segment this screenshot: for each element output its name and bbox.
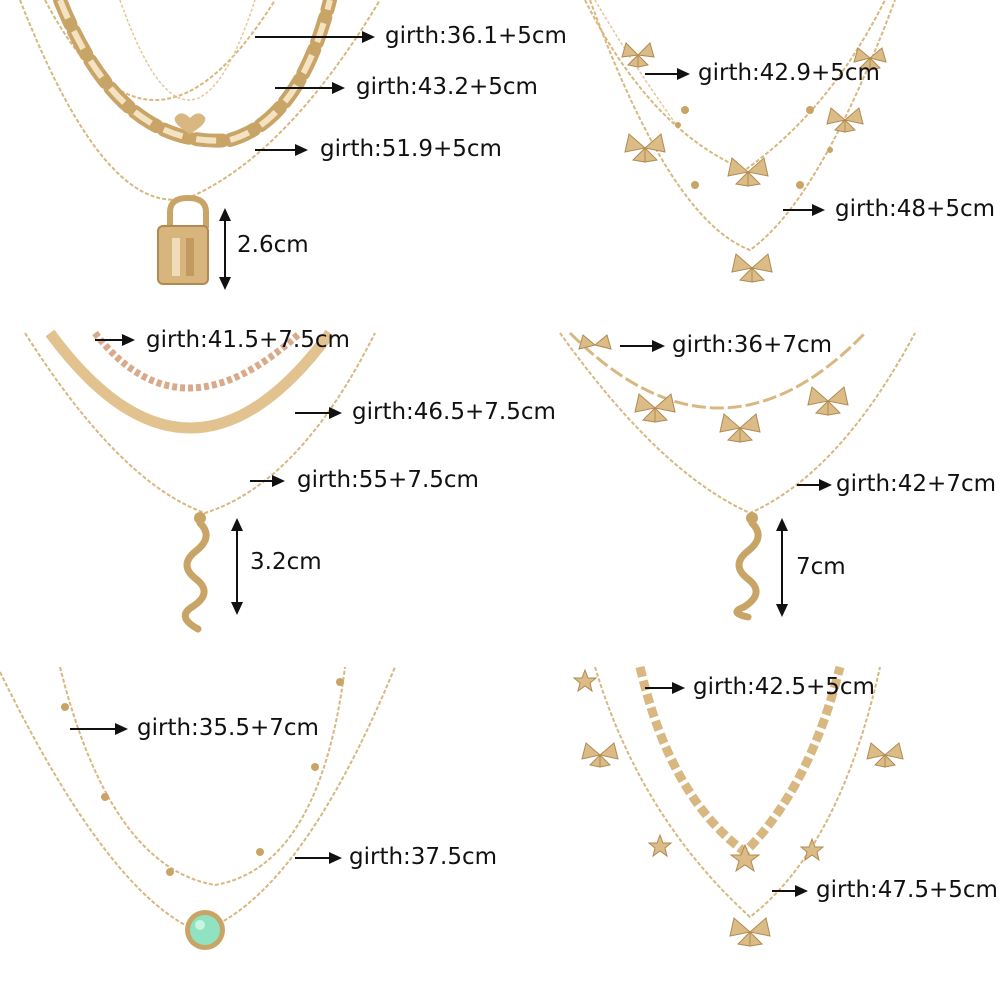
butterfly-charm — [578, 334, 849, 443]
necklace-panel-gem: girth:35.5+7cm girth:37.5cm — [0, 666, 500, 1000]
chain-strand — [594, 666, 881, 919]
necklace-butterfly-snake-illustration — [559, 331, 916, 621]
girth-label: girth:46.5+7.5cm — [352, 399, 556, 425]
chain-strand — [19, 0, 381, 201]
necklace-panel-lock: girth:36.1+5cm girth:43.2+5cm girth:51.9… — [0, 0, 567, 333]
rope-chain — [92, 330, 303, 392]
girth-label: girth:48+5cm — [835, 196, 996, 222]
bead-charm — [61, 678, 344, 876]
girth-label: girth:55+7.5cm — [297, 467, 479, 493]
necklace-gem-illustration — [0, 666, 396, 950]
girth-label: girth:37.5cm — [349, 844, 498, 870]
butterfly-charm — [621, 42, 887, 283]
necklace-panel-butterfly-snake: girth:36+7cm girth:42+7cm 7cm — [500, 331, 1000, 666]
chain-strand — [584, 0, 886, 172]
heart-charm — [174, 113, 206, 134]
gem-pendant — [185, 910, 225, 950]
girth-label: girth:43.2+5cm — [356, 74, 538, 100]
necklace-star-illustration — [572, 665, 904, 947]
chunky-link-chain-inner — [57, 0, 333, 144]
girth-label: girth:35.5+7cm — [137, 715, 319, 741]
chain-strand — [24, 332, 376, 515]
chain-strand — [44, 0, 276, 101]
chain-strand — [119, 0, 256, 101]
girth-label: girth:47.5+5cm — [816, 877, 998, 903]
padlock-pendant — [157, 194, 209, 285]
necklace-panel-snake: girth:41.5+7.5cm girth:46.5+7.5cm girth:… — [0, 329, 556, 666]
pendant-size-label: 3.2cm — [250, 549, 322, 575]
snake-pendant — [733, 519, 762, 621]
necklace-panel-star: girth:42.5+5cm girth:47.5+5cm — [500, 665, 1000, 1000]
girth-label: girth:42+7cm — [836, 471, 997, 497]
butterfly-charm — [581, 742, 904, 947]
girth-label: girth:41.5+7.5cm — [146, 327, 350, 353]
snake-chain-flat — [45, 329, 335, 434]
chain-strand — [0, 666, 396, 934]
girth-label: girth:51.9+5cm — [320, 136, 502, 162]
bead-charm — [675, 106, 833, 189]
necklace-panel-butterfly: girth:42.9+5cm girth:48+5cm — [500, 0, 1000, 333]
necklace-lock-illustration — [19, 0, 381, 290]
chain-strand — [594, 0, 681, 131]
pendant-size-label: 2.6cm — [237, 232, 309, 258]
necklace-butterfly-illustration — [584, 0, 896, 283]
girth-label: girth:42.5+5cm — [693, 674, 875, 700]
star-charm — [572, 668, 825, 873]
chain-strand — [589, 0, 896, 252]
girth-label: girth:36+7cm — [672, 332, 833, 358]
necklace-snake-illustration — [24, 329, 376, 633]
snake-pendant — [181, 519, 210, 633]
girth-label: girth:36.1+5cm — [385, 23, 567, 49]
girth-label: girth:42.9+5cm — [698, 60, 880, 86]
pendant-size-label: 7cm — [796, 554, 846, 580]
bar-chain — [568, 331, 867, 410]
beaded-chain — [59, 666, 346, 887]
